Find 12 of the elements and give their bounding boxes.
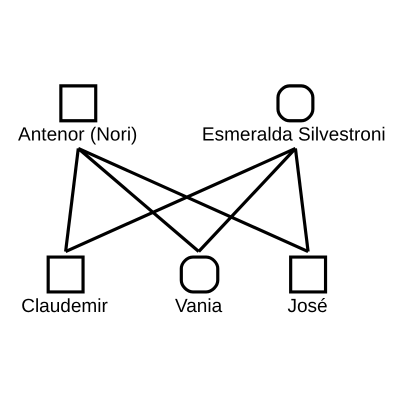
node-label: Esmeralda Silvestroni [202, 124, 386, 146]
connector [77, 147, 200, 253]
node-label: José [288, 296, 328, 317]
connector [198, 147, 297, 253]
connector [294, 148, 310, 252]
node-box [59, 84, 98, 122]
connector [64, 148, 80, 252]
node-label: Vania [174, 296, 222, 317]
node-box [289, 255, 328, 294]
node-box [46, 255, 85, 294]
node-label: Claudemir [21, 296, 108, 317]
node-label: Antenor (Nori) [18, 124, 138, 146]
